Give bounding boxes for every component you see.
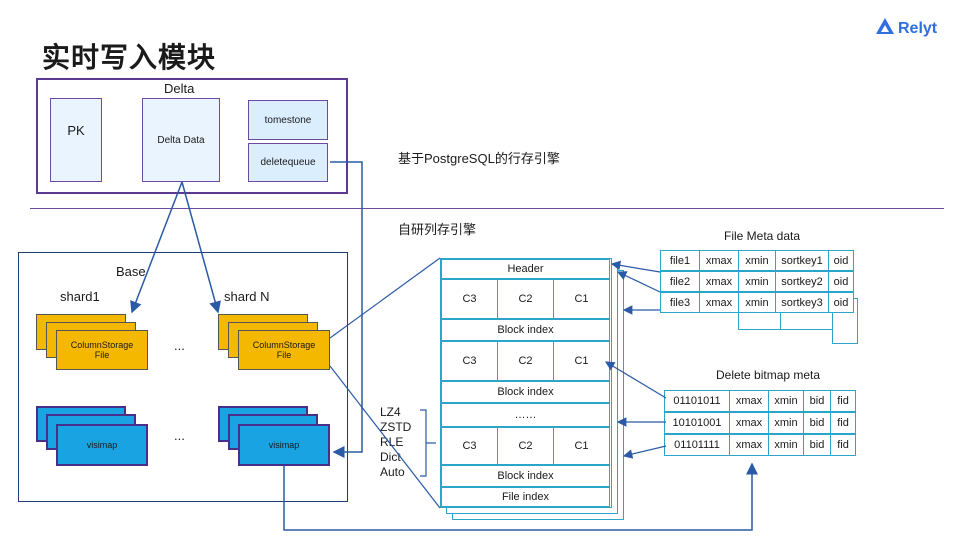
file-meta-cell: oid [828, 250, 854, 271]
block-index: Block index [441, 319, 610, 341]
cs-to-layout-line-top [329, 257, 441, 339]
shard1-columnstorage-file: ColumnStorage File [56, 330, 148, 370]
page-title: 实时写入模块 [42, 41, 217, 74]
tomestone-label: tomestone [264, 115, 312, 126]
file-meta-cell: file3 [660, 292, 700, 313]
col-c3: C3 [441, 279, 498, 319]
deletequeue-to-visimap-arrow [330, 161, 363, 458]
delete-meta-cell: 10101001 [664, 412, 730, 434]
base-label: Base [116, 264, 146, 279]
file-meta-cell: xmin [738, 271, 776, 292]
relyt-logo: Relyt [876, 18, 937, 39]
col-c3: C3 [441, 427, 498, 465]
col-c1: C1 [553, 279, 610, 319]
row-engine-label: 基于PostgreSQL的行存引擎 [398, 151, 560, 166]
shardn-columnstorage-file: ColumnStorage File [238, 330, 330, 370]
pk-box: PK [50, 98, 102, 182]
file-meta-cell: oid [828, 292, 854, 313]
col-c2: C2 [497, 279, 554, 319]
delta-to-shard1-arrow [130, 181, 183, 314]
delete-meta-cell: bid [803, 390, 831, 412]
delta-data-label: Delta Data [157, 135, 205, 146]
file-meta-cell: sortkey1 [775, 250, 829, 271]
delete-meta-cell: fid [830, 412, 856, 434]
file-header: Header [441, 259, 610, 279]
delta-to-shardn-arrow [181, 181, 221, 314]
file-meta-cell: xmin [738, 292, 776, 313]
file-meta-cell: oid [828, 271, 854, 292]
file-meta-cell: file1 [660, 250, 700, 271]
block-index: Block index [441, 465, 610, 487]
file-layout: Header C3 C2 C1 Block index C3 C2 C1 Blo… [440, 258, 612, 508]
shard1-visimap: visimap [56, 424, 148, 466]
meta-to-header-arrow [616, 271, 661, 293]
delete-meta-cell: xmin [768, 434, 804, 456]
col-c1: C1 [553, 341, 610, 381]
compression-item: ZSTD [380, 420, 412, 434]
shard1-label: shard1 [60, 289, 100, 304]
col-c2: C2 [497, 427, 554, 465]
file-meta-title: File Meta data [724, 229, 801, 243]
delta-label: Delta [164, 81, 195, 96]
tomestone-box: tomestone [248, 100, 328, 140]
deletequeue-box: deletequeue [248, 143, 328, 182]
delta-data-box: Delta Data [142, 98, 220, 182]
deletequeue-label: deletequeue [260, 157, 316, 168]
delete-meta-cell: fid [830, 390, 856, 412]
cs-ellipsis: ... [174, 338, 185, 353]
delete-meta-cell: xmax [729, 412, 769, 434]
col-c1: C1 [553, 427, 610, 465]
block-index: Block index [441, 381, 610, 403]
compression-item: Dict [380, 450, 401, 464]
relyt-logo-text: Relyt [898, 19, 938, 37]
shardn-label: shard N [224, 289, 270, 304]
visimap-to-delete-meta-arrow [283, 462, 758, 531]
file-meta-cell: xmax [699, 271, 739, 292]
vm-ellipsis: ... [174, 428, 185, 443]
file-meta-cell: sortkey3 [775, 292, 829, 313]
col-c3: C3 [441, 341, 498, 381]
shardn-visimap: visimap [238, 424, 330, 466]
file-meta-cell: xmin [738, 250, 776, 271]
engine-divider [30, 208, 944, 209]
delete-meta-cell: fid [830, 434, 856, 456]
col-engine-label: 自研列存引擎 [398, 222, 477, 237]
pk-label: PK [67, 123, 85, 138]
delete-to-layout-arrow [622, 445, 667, 459]
delete-meta-cell: xmax [729, 434, 769, 456]
compression-bracket [420, 409, 436, 477]
delete-to-layout-arrow [604, 361, 667, 399]
file-index: File index [441, 487, 610, 507]
cs-to-layout-line-bottom [329, 365, 441, 509]
delete-meta-cell: bid [803, 434, 831, 456]
file-layout-dots: …… [441, 403, 610, 427]
delete-meta-cell: 01101111 [664, 434, 730, 456]
relyt-logo-icon [876, 18, 894, 39]
delta-container [36, 78, 348, 194]
meta-to-header-arrow [610, 260, 661, 273]
delete-meta-title: Delete bitmap meta [716, 368, 821, 382]
compression-item: LZ4 [380, 405, 401, 419]
compression-item: Auto [380, 465, 405, 479]
base-container [18, 252, 348, 502]
